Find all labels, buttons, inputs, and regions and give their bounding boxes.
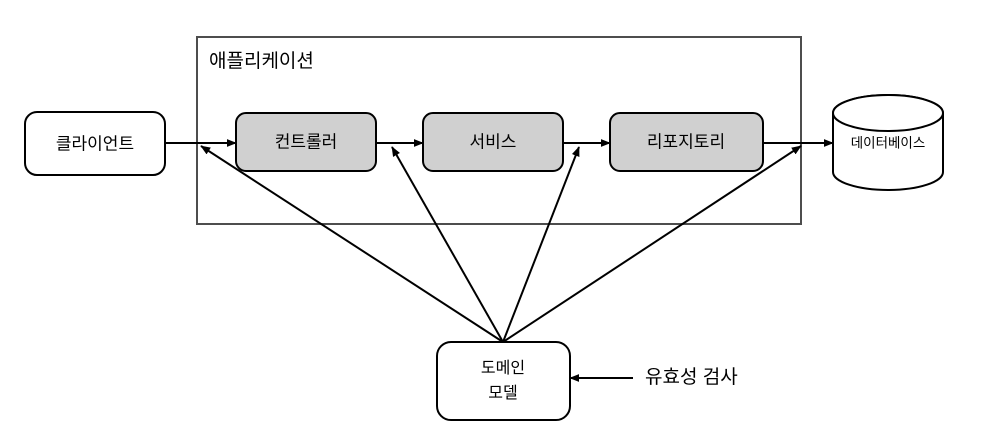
node-repository[interactable]: 리포지토리 [609,112,764,172]
node-database-top [832,94,944,132]
node-client-label: 클라이언트 [56,134,134,153]
node-domain-model[interactable]: 도메인 모델 [436,341,571,421]
node-client-shape[interactable] [24,111,166,176]
node-repository-label: 리포지토리 [647,132,725,151]
annotation-validation-label: 유효성 검사 [645,366,738,388]
node-service[interactable]: 서비스 [422,112,564,172]
edge-domain-to-client-boundary [200,145,504,343]
node-repository-shape[interactable] [609,112,764,172]
edge-domain-to-service-repository-link [502,146,580,343]
node-database[interactable]: 데이터베이스 [832,94,944,191]
edge-domain-to-repository-database-link [502,145,802,343]
node-client[interactable]: 클라이언트 [24,111,166,176]
application-container-title: 애플리케이션 [209,50,314,72]
node-controller[interactable]: 컨트롤러 [235,112,377,172]
node-service-label: 서비스 [470,132,517,151]
node-controller-shape[interactable] [235,112,377,172]
node-database-label: 데이터베이스 [851,136,926,151]
node-domain-model-label-line1: 도메인 [481,359,525,377]
node-service-shape[interactable] [422,112,564,172]
node-controller-label: 컨트롤러 [275,132,338,151]
application-container [196,36,802,225]
edge-domain-to-controller-service-link [391,146,504,343]
node-domain-model-label-line2: 모델 [488,384,517,402]
node-domain-model-shape[interactable] [436,341,571,421]
